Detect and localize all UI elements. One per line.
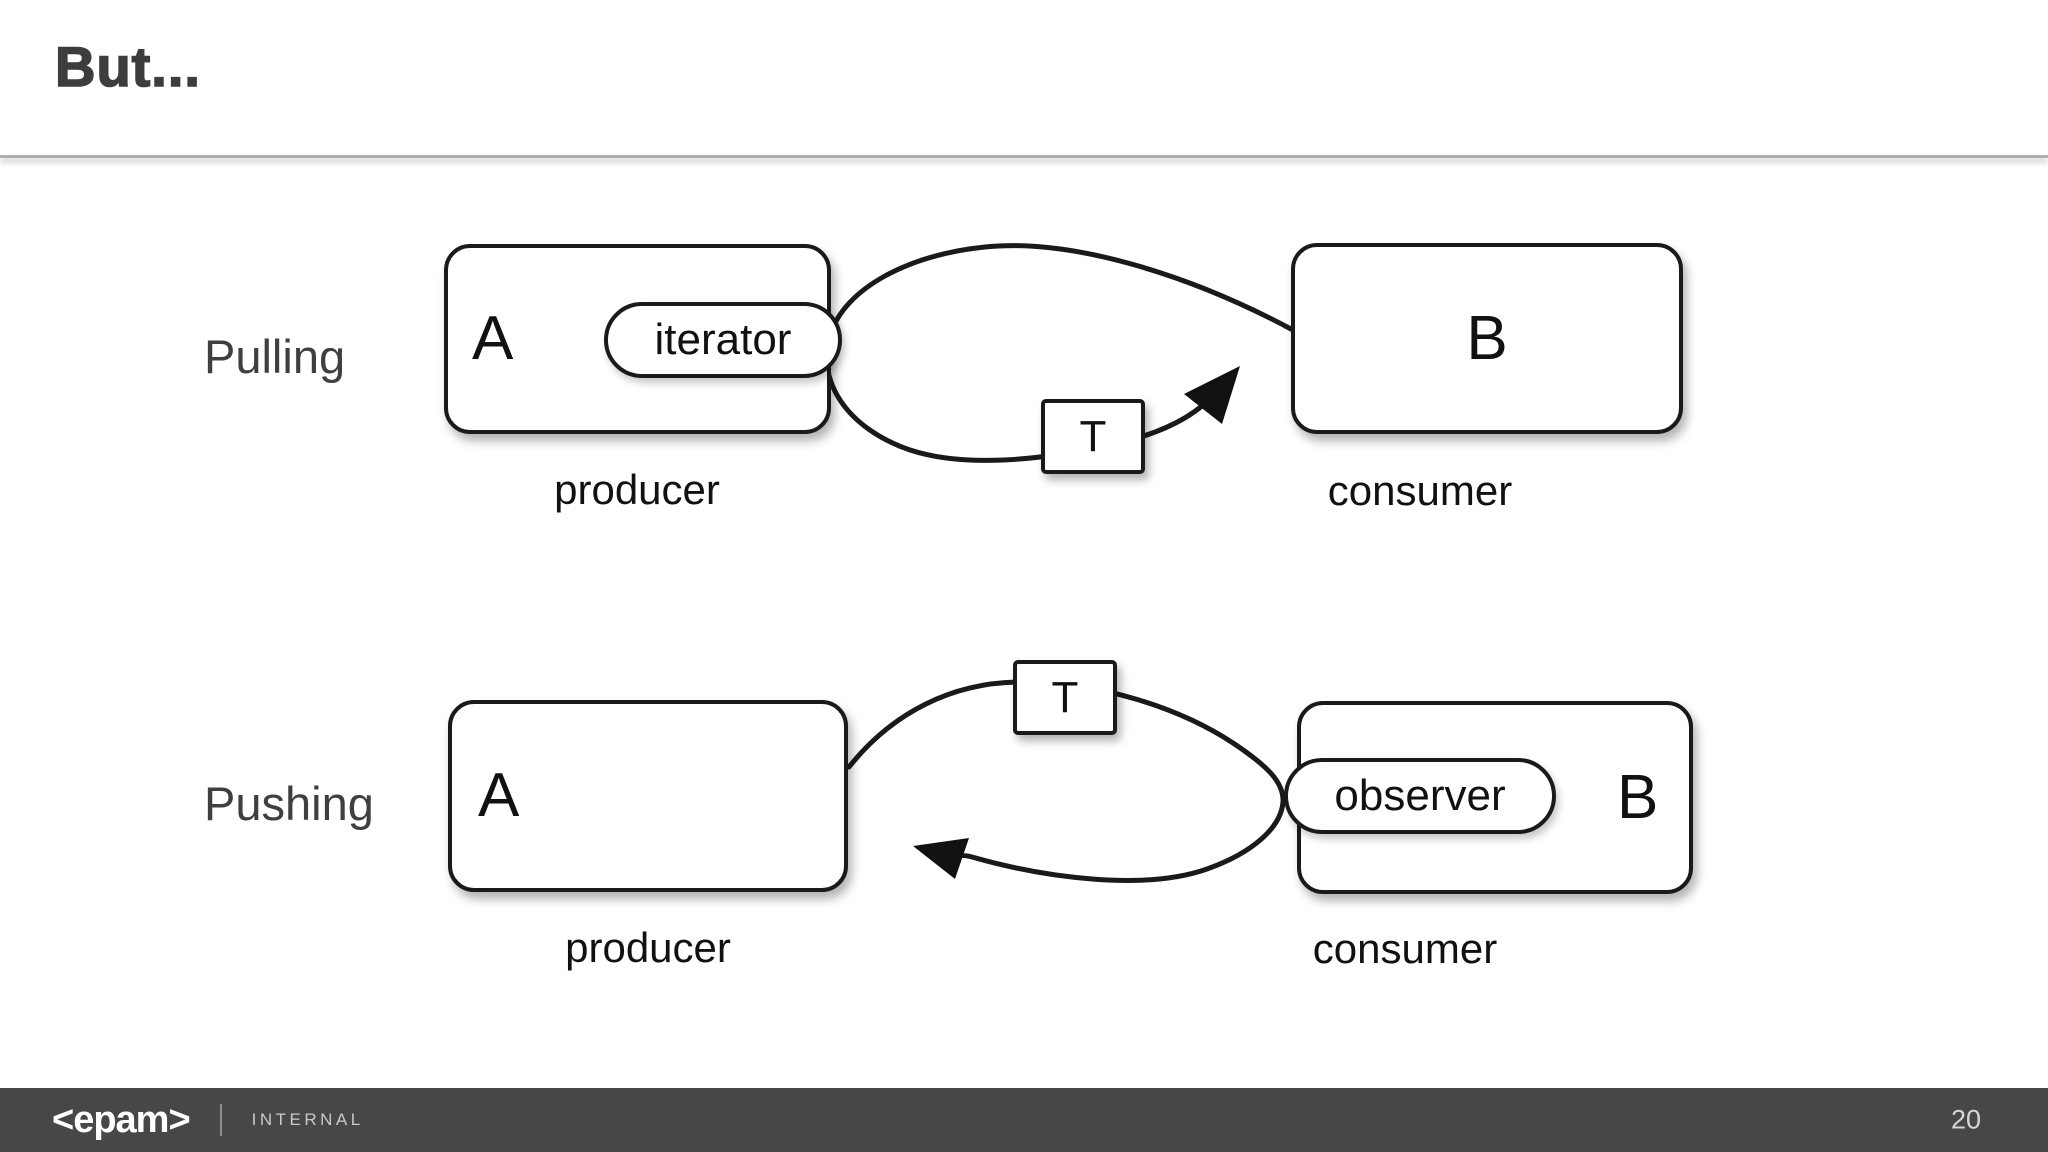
pulling-consumer-letter: B bbox=[1466, 303, 1508, 373]
pushing-producer-box: A bbox=[448, 700, 848, 892]
footer-page-number: 20 bbox=[1950, 1104, 1981, 1135]
pushing-consumer-letter: B bbox=[1617, 762, 1659, 832]
iterator-pill-label: iterator bbox=[654, 315, 792, 364]
pulling-producer-letter: A bbox=[472, 304, 514, 373]
epam-logo: <epam> bbox=[52, 1098, 191, 1141]
pulling-arrowhead bbox=[1184, 366, 1240, 424]
pushing-producer-letter: A bbox=[478, 761, 520, 830]
pushing-payload-box: T bbox=[1013, 660, 1117, 735]
pulling-producer-caption: producer bbox=[554, 466, 720, 513]
header-divider bbox=[0, 155, 2048, 158]
footer-separator bbox=[219, 1104, 222, 1136]
pulling-consumer-box: B bbox=[1291, 243, 1683, 434]
pushing-loop-path bbox=[846, 679, 1286, 883]
pulling-payload-box: T bbox=[1041, 399, 1145, 474]
slide-title: But... bbox=[54, 34, 201, 99]
pushing-consumer-caption: consumer bbox=[1312, 925, 1498, 972]
observer-pill-label: observer bbox=[1334, 771, 1506, 820]
pushing-producer-caption: producer bbox=[565, 924, 731, 971]
pushing-label: Pushing bbox=[204, 777, 374, 830]
pulling-label: Pulling bbox=[204, 330, 346, 383]
pushing-payload-label: T bbox=[1051, 672, 1079, 722]
pushing-arrowhead bbox=[913, 838, 969, 879]
pulling-consumer-caption: consumer bbox=[1327, 467, 1513, 514]
footer-bar: <epam> INTERNAL 20 bbox=[0, 1088, 2048, 1152]
iterator-pill: iterator bbox=[604, 302, 842, 378]
pulling-payload-label: T bbox=[1079, 411, 1107, 461]
footer-internal-label: INTERNAL bbox=[251, 1110, 364, 1129]
observer-pill: observer bbox=[1284, 758, 1556, 834]
